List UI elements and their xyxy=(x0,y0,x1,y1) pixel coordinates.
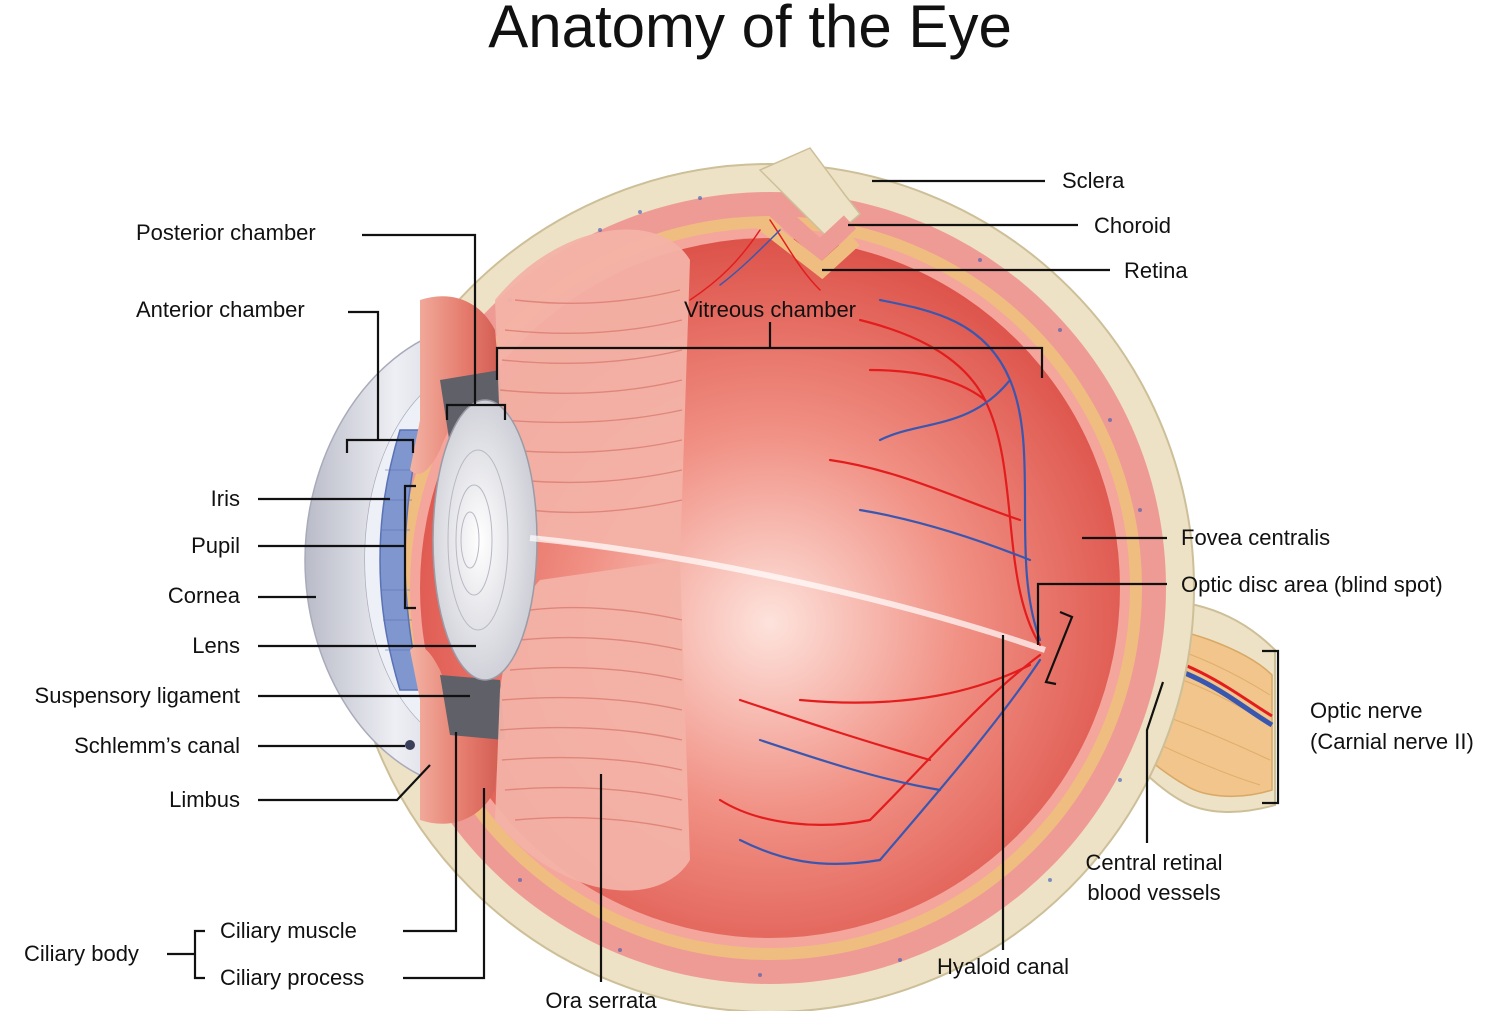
schlemms-canal-dot xyxy=(405,740,415,750)
label-retina: Retina xyxy=(1124,258,1188,283)
retinal-vessels xyxy=(689,219,1042,865)
label-cornea: Cornea xyxy=(167,583,240,608)
label-central-retinal-sub: blood vessels xyxy=(1087,880,1221,905)
lens-shape xyxy=(432,399,538,681)
label-fovea-centralis: Fovea centralis xyxy=(1181,525,1331,550)
sclera-cutaway xyxy=(758,147,862,242)
label-sclera: Sclera xyxy=(1062,168,1125,193)
label-iris: Iris xyxy=(210,486,240,511)
label-ciliary-muscle: Ciliary muscle xyxy=(220,918,357,943)
label-lens: Lens xyxy=(192,633,240,658)
label-optic-nerve-sub: (Carnial nerve II) xyxy=(1310,729,1474,754)
label-schlemms-canal: Schlemm’s canal xyxy=(74,733,240,758)
label-suspensory-ligament: Suspensory ligament xyxy=(34,683,240,708)
label-limbus: Limbus xyxy=(169,787,240,812)
leader-lines xyxy=(167,179,1280,982)
label-optic-disc: Optic disc area (blind spot) xyxy=(1181,572,1443,597)
label-central-retinal: Central retinal xyxy=(1085,850,1223,875)
label-posterior-chamber: Posterior chamber xyxy=(136,220,316,245)
label-anterior-chamber: Anterior chamber xyxy=(136,297,305,322)
label-hyaloid-canal: Hyaloid canal xyxy=(936,954,1070,979)
label-ciliary-body: Ciliary body xyxy=(24,941,139,966)
diagram-title: Anatomy of the Eye xyxy=(488,0,1012,60)
label-optic-nerve: Optic nerve xyxy=(1310,698,1423,723)
hyaloid-canal-shape xyxy=(529,535,1046,653)
label-ora-serrata: Ora serrata xyxy=(545,988,657,1013)
label-choroid: Choroid xyxy=(1094,213,1172,238)
label-pupil: Pupil xyxy=(191,533,240,558)
label-ciliary-process: Ciliary process xyxy=(220,965,365,990)
label-vitreous-chamber: Vitreous chamber xyxy=(683,297,856,322)
